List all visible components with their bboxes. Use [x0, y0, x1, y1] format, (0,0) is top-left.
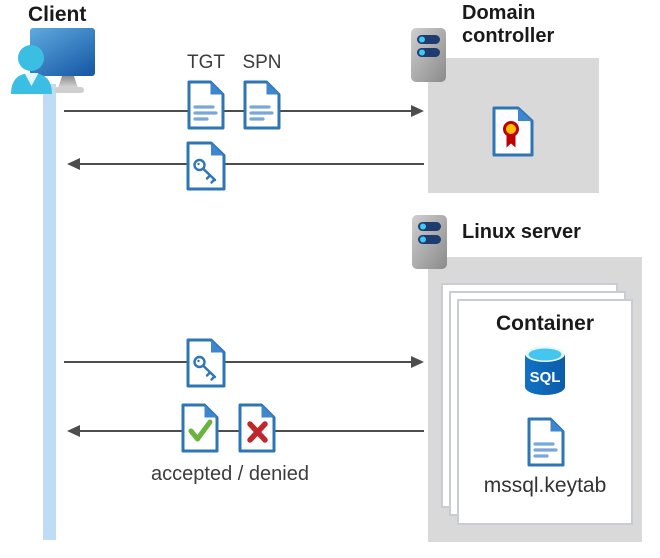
arrow-client-to-linux-server — [64, 356, 424, 368]
arrowhead-left-icon — [67, 425, 80, 437]
tgt-document-icon — [187, 80, 225, 130]
client-lifeline — [43, 84, 56, 540]
linux-server-icon — [412, 215, 447, 269]
domain-controller-server-icon — [411, 28, 446, 82]
arrowhead-left-icon — [67, 158, 80, 170]
keytab-label: mssql.keytab — [483, 474, 607, 497]
keytab-document-icon — [527, 417, 565, 467]
arrow-domain-controller-to-client — [67, 158, 424, 170]
tgt-label: TGT — [187, 52, 225, 73]
monitor-icon — [30, 28, 95, 93]
arrowhead-right-icon — [411, 356, 424, 368]
accepted-denied-label: accepted / denied — [151, 463, 309, 485]
denied-x-document-icon — [238, 403, 276, 453]
container-card-front — [457, 299, 633, 525]
person-icon — [11, 45, 52, 94]
client-label: Client — [28, 3, 87, 26]
client-icon — [11, 28, 95, 94]
spn-label: SPN — [242, 52, 282, 73]
arrow-client-to-domain-controller — [64, 105, 424, 117]
service-ticket-key-document-icon — [186, 338, 226, 388]
sql-label: SQL — [530, 369, 561, 386]
accepted-check-document-icon — [181, 403, 219, 453]
arrowhead-right-icon — [411, 105, 424, 117]
linux-server-label: Linux server — [462, 221, 581, 243]
certificate-icon — [492, 106, 534, 157]
spn-document-icon — [243, 80, 281, 130]
container-title: Container — [495, 312, 594, 335]
domain-controller-label: Domain controller — [462, 2, 555, 47]
service-ticket-key-document-icon — [186, 141, 226, 191]
sql-database-icon: SQL — [525, 346, 565, 395]
